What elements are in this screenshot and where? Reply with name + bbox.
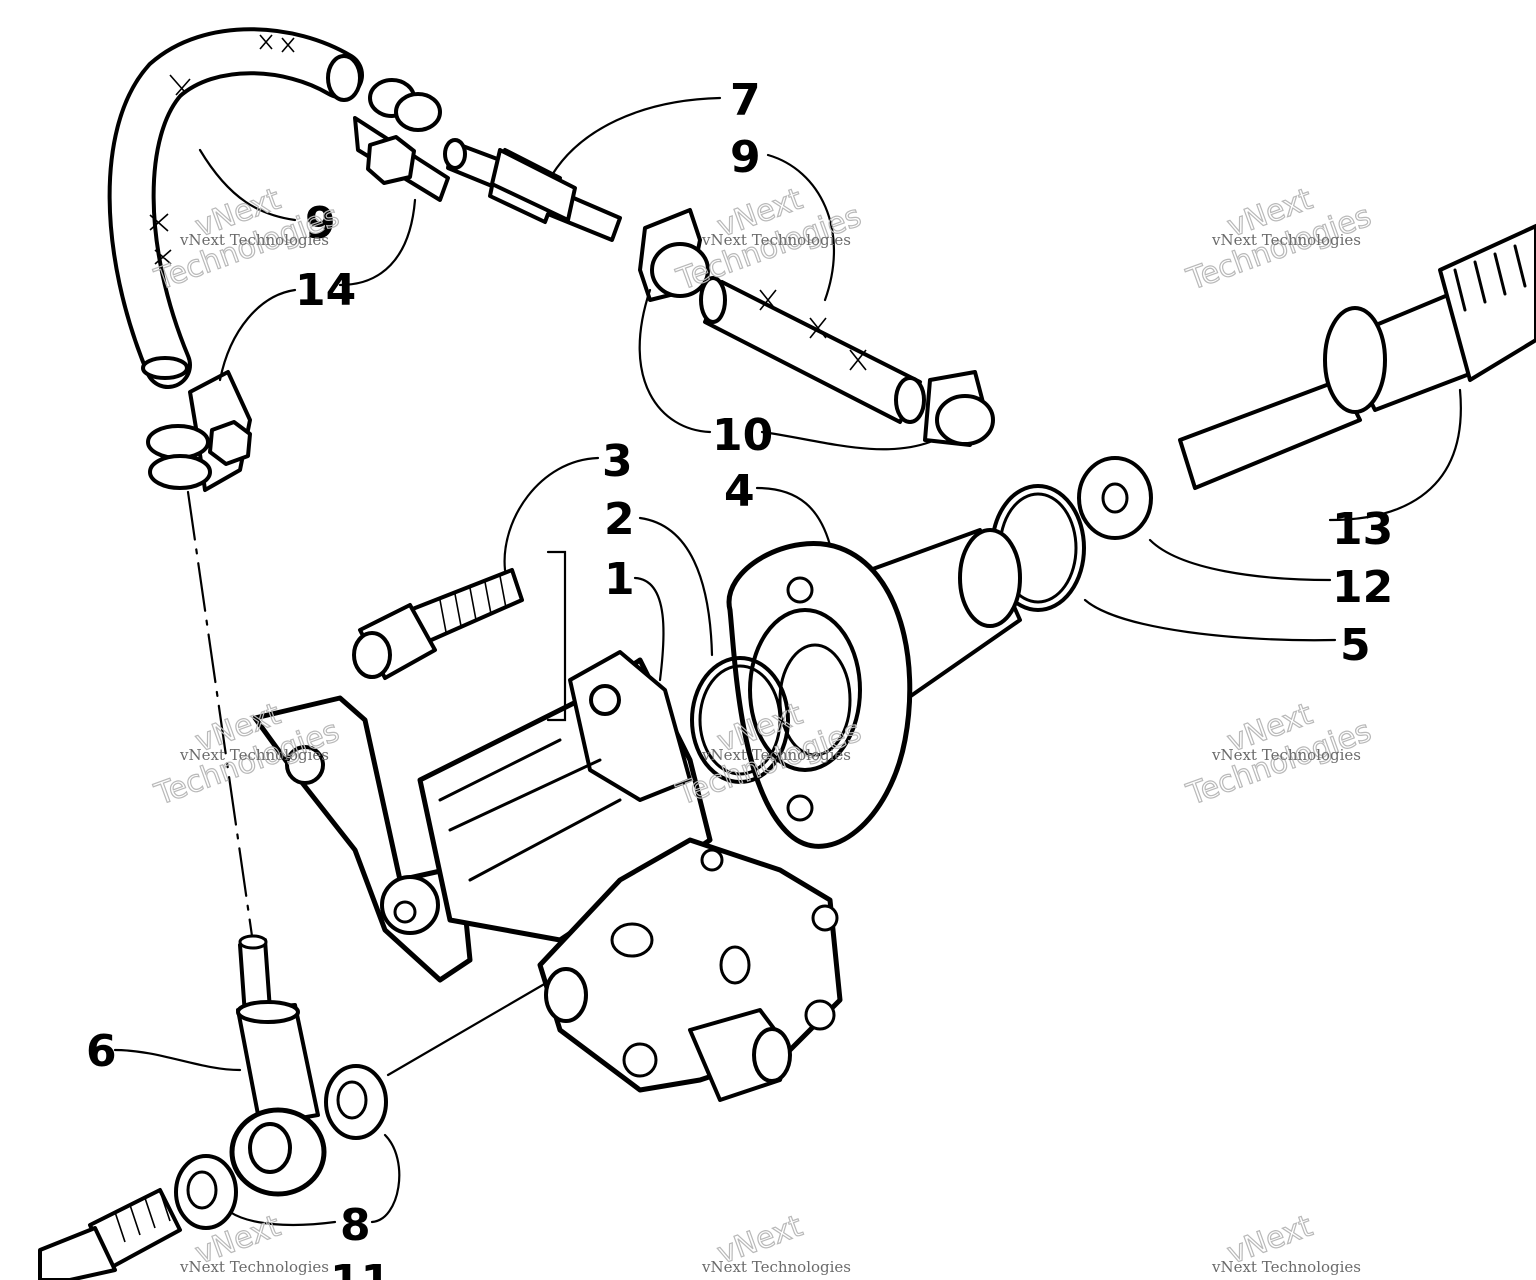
watermark-9: vNext vNext Technologies (1211, 1208, 1361, 1276)
watermark-small: vNext Technologies (1211, 746, 1361, 764)
oil-pump-1 (252, 650, 843, 1102)
banjo-bolt-11 (38, 1188, 182, 1280)
watermark-small: vNext Technologies (701, 231, 851, 249)
washer-8-left (174, 1154, 238, 1230)
watermark-small: vNext Technologies (179, 1258, 329, 1276)
clamp-top (353, 78, 450, 202)
callout-5: 5 (1340, 620, 1371, 671)
callout-2: 2 (604, 494, 635, 545)
watermark-small: vNext Technologies (1211, 1258, 1361, 1276)
watermark-small: vNext Technologies (701, 746, 851, 764)
callout-10: 10 (712, 410, 773, 461)
washer-8-right (324, 1064, 388, 1140)
callout-8: 8 (340, 1200, 371, 1251)
callout-7: 7 (730, 75, 761, 126)
leader-lines (113, 96, 1462, 1227)
callout-3: 3 (602, 436, 633, 487)
hose-straight (699, 276, 926, 424)
clamp-10-a (638, 208, 710, 302)
watermark-small: vNext Technologies (179, 231, 329, 249)
bolt-3 (352, 568, 524, 680)
callout-4: 4 (724, 466, 755, 517)
callout-11: 11 (330, 1256, 391, 1280)
callout-9-top: 9 (730, 132, 761, 183)
watermark-6: vNext Technologies vNext Technologies (1181, 696, 1376, 813)
callout-13: 13 (1332, 504, 1393, 555)
o-ring-2 (690, 656, 790, 784)
callout-14: 14 (295, 265, 356, 316)
watermark-8: vNext vNext Technologies (701, 1208, 851, 1276)
clamp-10-b (923, 370, 995, 447)
washer-12 (1077, 456, 1153, 540)
watermark-small: vNext Technologies (179, 746, 329, 764)
callout-numbers: 7 9 9 14 10 3 2 4 1 13 12 5 6 8 11 (86, 75, 1393, 1280)
callout-9-left: 9 (305, 198, 336, 249)
flange-housing-4 (726, 528, 1022, 849)
callout-6: 6 (86, 1026, 117, 1077)
hose-curved (107, 27, 364, 389)
clamp-left (146, 370, 252, 492)
shaft-13 (1178, 224, 1536, 490)
banjo-fitting-6 (229, 934, 327, 1197)
alignment-line-left (186, 490, 254, 938)
watermark-small: vNext Technologies (701, 1258, 851, 1276)
fitting-7 (443, 138, 622, 242)
callout-12: 12 (1332, 562, 1393, 613)
callout-1: 1 (604, 554, 635, 605)
watermark-small: vNext Technologies (1211, 231, 1361, 249)
watermark-3: vNext Technologies vNext Technologies (1181, 181, 1376, 298)
